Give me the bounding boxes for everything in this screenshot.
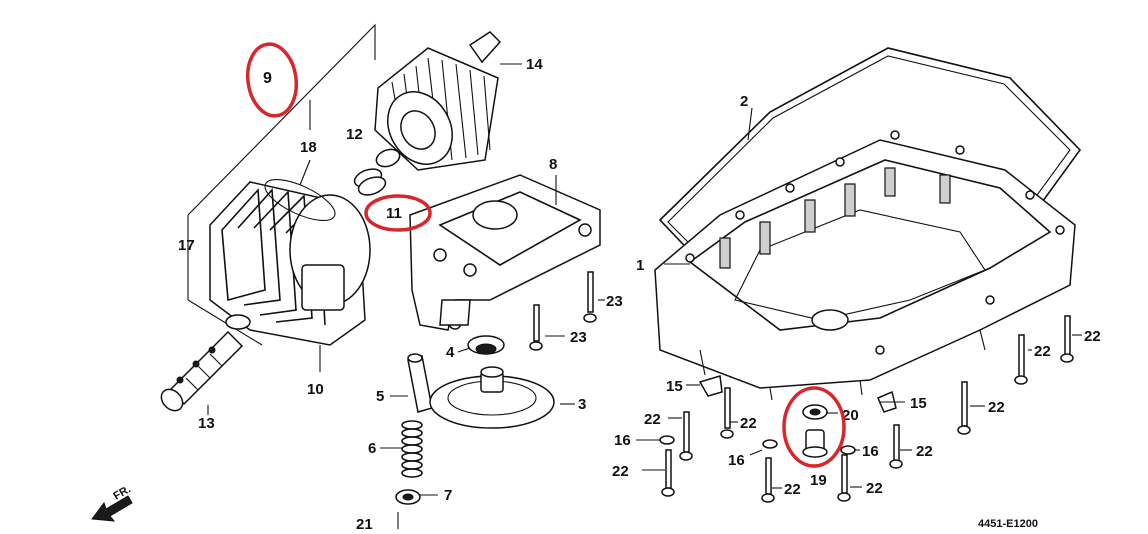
callout-9: 9 xyxy=(263,70,272,87)
callout-5: 5 xyxy=(376,388,384,405)
callout-22-g: 22 xyxy=(988,399,1005,416)
drain-bolt xyxy=(802,404,828,458)
highlight-circle-9 xyxy=(245,42,299,118)
callout-10: 10 xyxy=(307,381,324,398)
callout-16-right: 16 xyxy=(862,443,879,460)
callout-4: 4 xyxy=(446,344,455,361)
diagram-code: 4451-E1200 xyxy=(978,518,1038,529)
callout-16-left: 16 xyxy=(614,432,631,449)
oil-strainer xyxy=(160,330,244,412)
callout-2: 2 xyxy=(740,93,748,110)
oil-cooler-housing xyxy=(187,23,376,346)
callout-22-a: 22 xyxy=(644,411,661,428)
callout-15-right: 15 xyxy=(910,395,927,412)
callout-15-left: 15 xyxy=(666,378,683,395)
callout-11: 11 xyxy=(386,205,402,222)
highlight-marks xyxy=(245,42,846,468)
callout-8: 8 xyxy=(549,156,557,173)
leader-lines xyxy=(207,63,1082,496)
callout-18: 18 xyxy=(300,139,317,156)
callout-16-mid: 16 xyxy=(728,452,745,469)
callout-14: 14 xyxy=(526,56,543,73)
callout-17: 17 xyxy=(178,237,195,254)
relief-valve-parts xyxy=(395,335,555,529)
oil-pan xyxy=(654,47,1082,401)
front-direction-arrow: FR. xyxy=(91,483,133,522)
callout-1: 1 xyxy=(636,257,644,274)
callout-12: 12 xyxy=(346,126,363,143)
callout-23-a: 23 xyxy=(570,329,587,346)
o-ring xyxy=(357,176,387,196)
callout-22-d: 22 xyxy=(784,481,801,498)
callout-20: 20 xyxy=(842,407,859,424)
o-ring xyxy=(225,314,251,330)
callout-3: 3 xyxy=(578,396,586,413)
callout-22-h: 22 xyxy=(1034,343,1051,360)
filter-mount xyxy=(409,174,601,331)
clamp xyxy=(698,375,723,397)
callout-labels: 1 2 3 4 5 6 7 8 9 10 11 12 13 14 15 15 1… xyxy=(178,56,1101,533)
callout-22-c: 22 xyxy=(612,463,629,480)
callout-21: 21 xyxy=(356,516,373,529)
highlight-circle-19-20 xyxy=(782,386,846,468)
callout-6: 6 xyxy=(368,440,376,457)
callout-22-i: 22 xyxy=(1084,328,1101,345)
oil-filter xyxy=(374,31,502,171)
callout-13: 13 xyxy=(198,415,215,432)
callout-22-b: 22 xyxy=(740,415,757,432)
bolts xyxy=(529,271,1074,503)
o-ring xyxy=(375,148,401,168)
callout-23-b: 23 xyxy=(606,293,623,310)
highlight-circle-11 xyxy=(364,194,432,232)
callout-7: 7 xyxy=(444,487,452,504)
callout-19: 19 xyxy=(810,472,827,489)
callout-22-e: 22 xyxy=(866,480,883,497)
callout-22-f: 22 xyxy=(916,443,933,460)
